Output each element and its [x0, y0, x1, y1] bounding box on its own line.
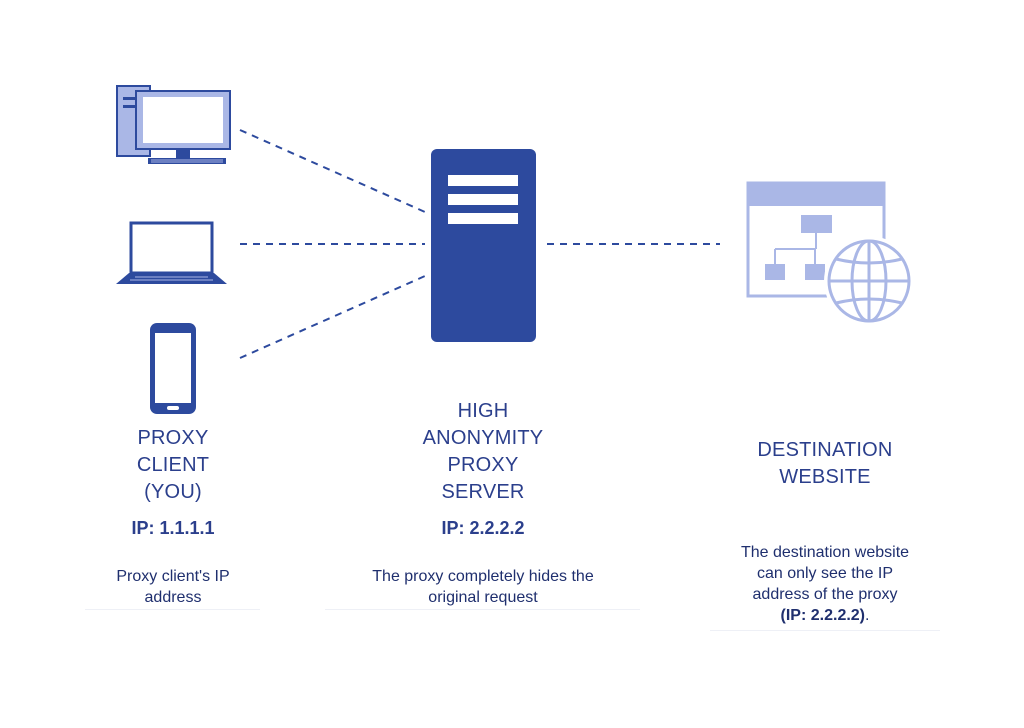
- laptop-icon: [116, 221, 227, 284]
- server-icon: [431, 149, 536, 342]
- client-connectors: [239, 129, 426, 359]
- smartphone-icon: [150, 323, 196, 414]
- client-divider: [85, 609, 260, 610]
- destination-description-end: .: [865, 607, 870, 624]
- server-description: The proxy completely hides the original …: [372, 568, 594, 606]
- desktop-computer-icon: [116, 85, 231, 164]
- server-title: HIGH ANONYMITY PROXY SERVER: [422, 400, 544, 503]
- destination-title: DESTINATION WEBSITE: [757, 439, 893, 488]
- phone-connector: [239, 275, 426, 359]
- client-ip: IP: 1.1.1.1: [131, 518, 215, 538]
- destination-divider: [710, 630, 940, 631]
- server-ip: IP: 2.2.2.2: [441, 518, 525, 538]
- destination-description-text: The destination website can only see the…: [740, 544, 910, 603]
- client-title: PROXY CLIENT (YOU): [136, 427, 210, 503]
- destination-ip-highlight: (IP: 2.2.2.2): [780, 607, 866, 624]
- destination-description: The destination website can only see the…: [700, 542, 950, 626]
- server-divider: [325, 609, 640, 610]
- client-description: Proxy client's IP address: [116, 568, 230, 606]
- desktop-connector: [239, 129, 426, 213]
- website-globe-icon: [746, 181, 914, 326]
